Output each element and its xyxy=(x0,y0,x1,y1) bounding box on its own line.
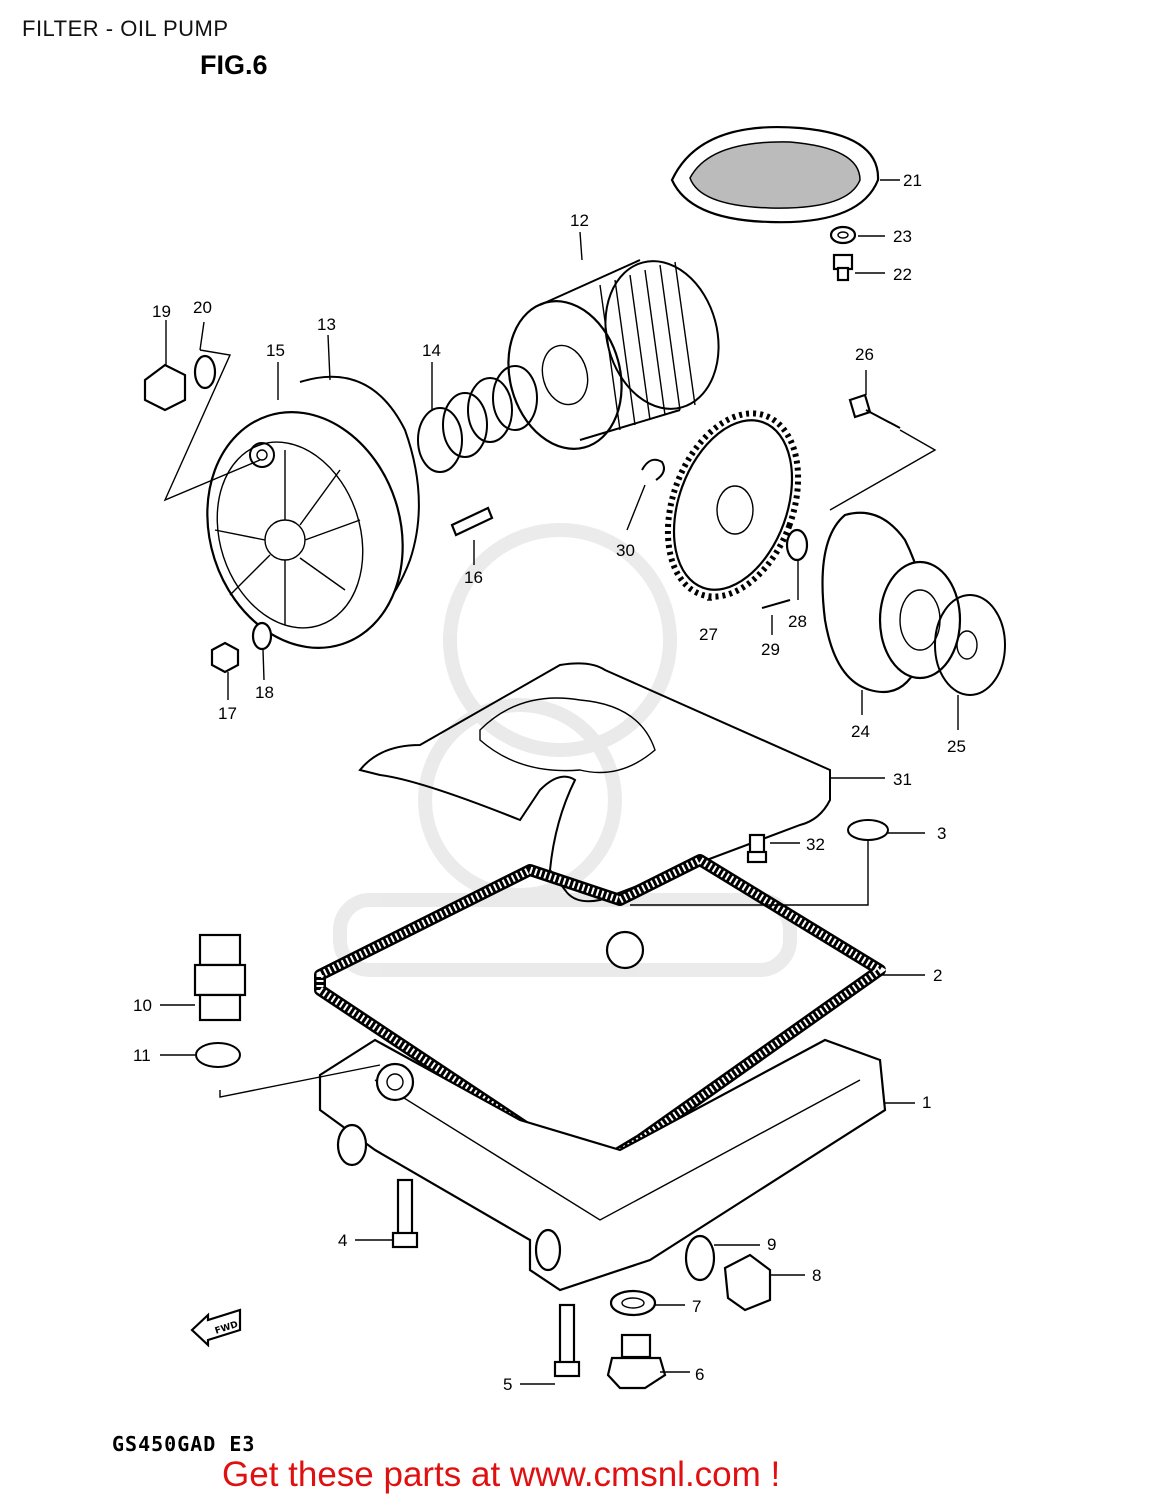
part-30-circlip xyxy=(641,458,665,481)
callout-12: 12 xyxy=(570,211,589,230)
part-20-gasket xyxy=(193,354,217,390)
callout-4: 4 xyxy=(338,1231,347,1250)
part-23-washer xyxy=(829,225,857,245)
callout-10: 10 xyxy=(133,996,152,1015)
part-31-gasket xyxy=(358,662,831,903)
part-21-oil-strainer xyxy=(670,126,880,224)
callout-13: 13 xyxy=(317,315,336,334)
fwd-arrow-icon: FWD xyxy=(190,1308,242,1348)
part-4-bolt xyxy=(391,1178,419,1249)
part-8-plug xyxy=(723,1253,772,1312)
callout-numbers: 1 2 3 4 5 6 7 8 9 10 11 12 13 14 15 16 1… xyxy=(133,171,966,1394)
part-17-cap-nut xyxy=(210,641,240,674)
callout-21: 21 xyxy=(903,171,922,190)
callout-18: 18 xyxy=(255,683,274,702)
callout-22: 22 xyxy=(893,265,912,284)
part-14-spring xyxy=(417,365,538,473)
part-16-stud xyxy=(450,506,494,537)
model-code: GS450GAD E3 xyxy=(112,1432,256,1456)
callout-16: 16 xyxy=(464,568,483,587)
part-12-oil-filter xyxy=(507,255,720,450)
callout-24: 24 xyxy=(851,722,870,741)
callout-14: 14 xyxy=(422,341,441,360)
part-6-drain-plug xyxy=(606,1333,667,1390)
promo-link[interactable]: Get these parts at www.cmsnl.com ! xyxy=(222,1455,781,1494)
callout-27: 27 xyxy=(699,625,718,644)
part-26-bolt xyxy=(848,393,901,429)
part-9-gasket xyxy=(684,1234,716,1282)
part-2-oil-pan-gasket xyxy=(314,854,887,1176)
callout-17: 17 xyxy=(218,704,237,723)
part-32-screw xyxy=(746,833,768,864)
callout-1: 1 xyxy=(922,1093,931,1112)
callout-3: 3 xyxy=(937,824,946,843)
callout-5: 5 xyxy=(503,1375,512,1394)
watermark xyxy=(333,523,797,977)
callout-2: 2 xyxy=(933,966,942,985)
part-24-oil-pump xyxy=(821,511,962,694)
part-27-oil-pump-gear xyxy=(664,410,802,600)
callout-15: 15 xyxy=(266,341,285,360)
callout-25: 25 xyxy=(947,737,966,756)
part-5-bolt xyxy=(553,1303,581,1378)
callout-11: 11 xyxy=(133,1046,151,1065)
callout-28: 28 xyxy=(788,612,807,631)
part-28-washer xyxy=(785,528,809,562)
figure-label: FIG.6 xyxy=(200,50,268,80)
part-15-filter-cover xyxy=(206,411,404,649)
part-11-gasket xyxy=(195,1042,241,1068)
callout-8: 8 xyxy=(812,1266,821,1285)
part-7-gasket xyxy=(609,1289,657,1317)
part-29-pin xyxy=(761,599,791,609)
callout-19: 19 xyxy=(152,302,171,321)
callout-31: 31 xyxy=(893,770,912,789)
leader-lines xyxy=(160,179,959,1385)
part-22-screw xyxy=(832,253,854,282)
part-1-oil-pan xyxy=(318,930,887,1292)
callout-32: 32 xyxy=(806,835,825,854)
part-19-bolt xyxy=(143,363,187,412)
callout-9: 9 xyxy=(767,1235,776,1254)
callout-7: 7 xyxy=(692,1297,701,1316)
callout-20: 20 xyxy=(193,298,212,317)
callout-26: 26 xyxy=(855,345,874,364)
part-18-washer xyxy=(251,621,273,651)
part-3-o-ring xyxy=(847,819,889,841)
part-25-o-ring xyxy=(934,594,1006,696)
callout-23: 23 xyxy=(893,227,912,246)
callout-6: 6 xyxy=(695,1365,704,1384)
diagram-title: FILTER - OIL PUMP xyxy=(22,16,229,41)
callout-30: 30 xyxy=(616,541,635,560)
callout-29: 29 xyxy=(761,640,780,659)
part-10-oil-pressure-switch xyxy=(193,933,247,1022)
